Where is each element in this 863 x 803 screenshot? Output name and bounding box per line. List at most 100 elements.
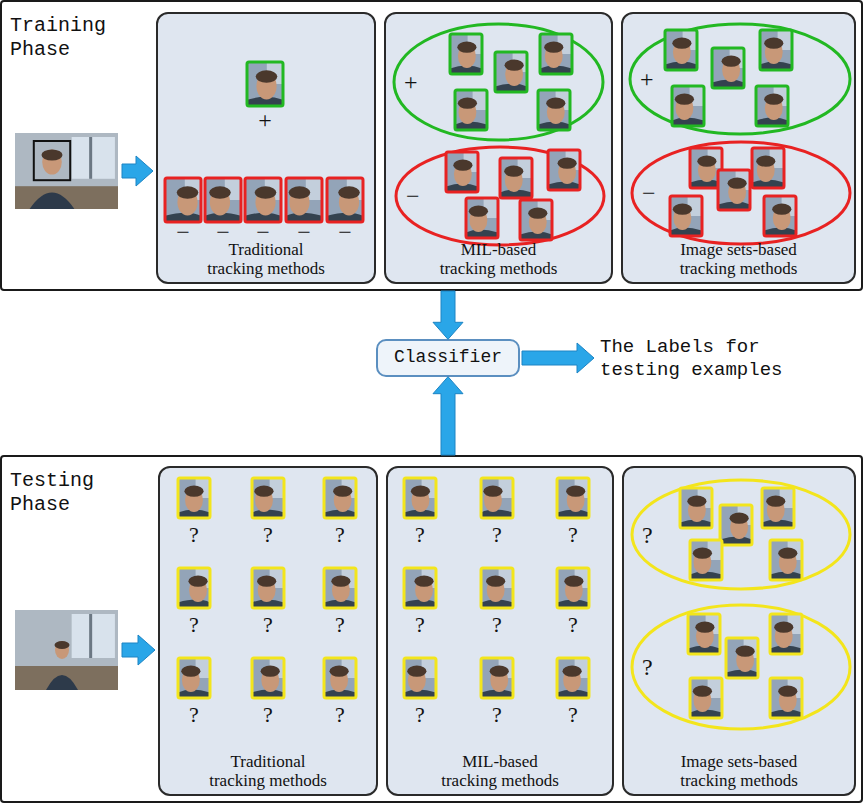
face-head (189, 578, 207, 602)
face-hair (558, 158, 577, 169)
ellipse-outline (632, 605, 850, 729)
example-sign: ? (189, 614, 199, 636)
face-hair (774, 622, 793, 633)
face-hair (490, 666, 509, 677)
output-arrow (522, 343, 594, 373)
face-frame (404, 478, 436, 518)
face-window (464, 152, 478, 172)
face-frame (481, 478, 513, 518)
face-background (690, 540, 722, 580)
face-background (247, 62, 283, 106)
face-frame (252, 658, 284, 698)
face-head (261, 668, 279, 692)
face-window (513, 52, 527, 72)
face-shirt (712, 80, 744, 88)
face-thumbnail (752, 148, 784, 188)
face-frame (286, 178, 322, 222)
face-shirt (688, 646, 720, 654)
face-background (680, 488, 712, 528)
face-background (286, 178, 322, 222)
face-hair (257, 576, 276, 587)
face-head (673, 206, 691, 230)
face-window (347, 178, 363, 200)
face-background (324, 478, 356, 518)
face-shirt (466, 230, 498, 238)
face-window (708, 540, 722, 560)
face-head (454, 162, 472, 186)
face-shirt (670, 228, 702, 236)
face-hair (256, 70, 278, 82)
face-background (770, 614, 802, 654)
face-frame (557, 658, 589, 698)
face-head (182, 668, 200, 692)
classifier-label: Classifier (394, 346, 502, 369)
face-head (339, 189, 359, 215)
face-hair (693, 686, 712, 697)
face-shirt (500, 190, 532, 198)
face-window (558, 34, 572, 54)
face-window (196, 568, 210, 588)
panel-caption: MIL-based tracking methods (435, 753, 565, 790)
example-sign: ? (492, 704, 502, 726)
face-hair (505, 60, 524, 71)
face-window (499, 568, 513, 588)
face-hair (756, 156, 775, 167)
face-hair (563, 666, 582, 677)
face-shirt (324, 510, 356, 518)
face-thumbnail (324, 658, 356, 698)
face-window (688, 196, 702, 216)
example-sign: ? (568, 524, 578, 546)
face-thumbnail (770, 678, 802, 718)
face-shirt (324, 600, 356, 608)
face-head (484, 488, 502, 512)
classifier-box: Classifier (376, 339, 520, 376)
face-frame (548, 150, 580, 190)
video-frame (15, 133, 118, 209)
face-window (422, 478, 436, 498)
face-shirt (760, 62, 792, 70)
face-thumbnail (404, 478, 436, 518)
face-hair (672, 38, 691, 49)
face-hair (766, 496, 785, 507)
face-hair (772, 204, 791, 215)
face-head (289, 189, 309, 215)
face-shirt (455, 122, 487, 130)
face-window (422, 658, 436, 678)
face-hair (469, 206, 488, 217)
face-window (196, 478, 210, 498)
face-frame (770, 678, 802, 718)
face-background (245, 178, 281, 222)
face-thumbnail (538, 90, 570, 130)
face-hair (675, 94, 694, 105)
example-sign: ? (492, 614, 502, 636)
face-frame (446, 152, 478, 192)
face-hair (673, 204, 692, 215)
face-window (518, 158, 532, 178)
face-thumbnail (764, 196, 796, 236)
face-background (327, 178, 363, 222)
face-window (774, 86, 788, 106)
face-hair (528, 208, 547, 219)
face-shirt (178, 600, 210, 608)
face-window (706, 614, 720, 634)
face-frame (165, 178, 201, 222)
frame-floor (15, 666, 118, 690)
face-window (780, 488, 794, 508)
face-frame (690, 148, 722, 188)
flow-arrow (433, 291, 463, 339)
face-window (468, 34, 482, 54)
face-shirt (450, 66, 482, 74)
face-head (411, 488, 429, 512)
face-window (538, 200, 552, 220)
face-background (770, 540, 802, 580)
face-shirt (245, 213, 281, 222)
face-frame (520, 200, 552, 240)
input-arrow (122, 156, 153, 186)
face-frame (481, 568, 513, 608)
face-background (165, 178, 201, 222)
face-window (342, 478, 356, 498)
face-thumbnail (404, 568, 436, 608)
example-sign: − (256, 220, 270, 244)
